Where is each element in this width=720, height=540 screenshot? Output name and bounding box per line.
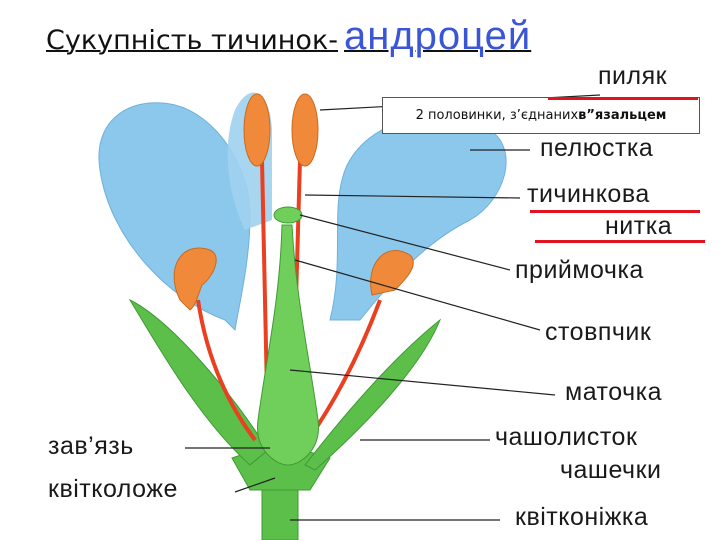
filament-3 — [196, 299, 257, 442]
petal-left — [98, 102, 251, 332]
pistil-shape — [257, 224, 319, 466]
leader-stigma — [299, 214, 511, 271]
label-pistil: маточка — [565, 378, 662, 406]
leader-filament — [304, 194, 521, 199]
leader-style — [294, 259, 541, 331]
title-main: Сукупність тичинок- — [46, 25, 338, 56]
label-ovary: зав’язь — [48, 432, 134, 460]
anther-3 — [173, 247, 217, 311]
anther-callout: 2 половинки, з’єднаних в”язальцем — [382, 97, 700, 134]
label-pedicel: квітконіжка — [515, 503, 649, 531]
label-receptacle: квітколоже — [48, 475, 178, 503]
underline-filament-1 — [530, 210, 700, 213]
anther-1 — [243, 93, 271, 167]
anther-4 — [370, 250, 414, 296]
underline-callout — [548, 97, 698, 100]
title-term: андроцей — [344, 14, 532, 58]
callout-text: 2 половинки, з’єднаних — [415, 108, 579, 123]
stigma-shape — [273, 206, 303, 224]
label-sepal-1: чашолисток — [495, 423, 638, 451]
label-filament-1: тичинкова — [527, 180, 650, 208]
leader-pistil — [289, 369, 556, 396]
sepal-left — [128, 298, 269, 466]
label-stigma: приймочка — [515, 256, 644, 284]
label-petal: пелюстка — [540, 134, 654, 162]
sepal-right — [304, 318, 442, 471]
label-sepal-2: чашечки — [560, 456, 662, 484]
callout-bold: в”язальцем — [578, 108, 667, 123]
label-anther: пиляк — [598, 62, 668, 90]
page-title: Сукупність тичинок- андроцей — [46, 14, 531, 59]
label-style: стовпчик — [545, 318, 652, 346]
underline-filament-2 — [535, 240, 705, 243]
label-filament-2: нитка — [605, 212, 673, 240]
leader-receptacle — [234, 477, 276, 493]
anther-2 — [291, 93, 319, 167]
petal-right — [329, 115, 507, 321]
